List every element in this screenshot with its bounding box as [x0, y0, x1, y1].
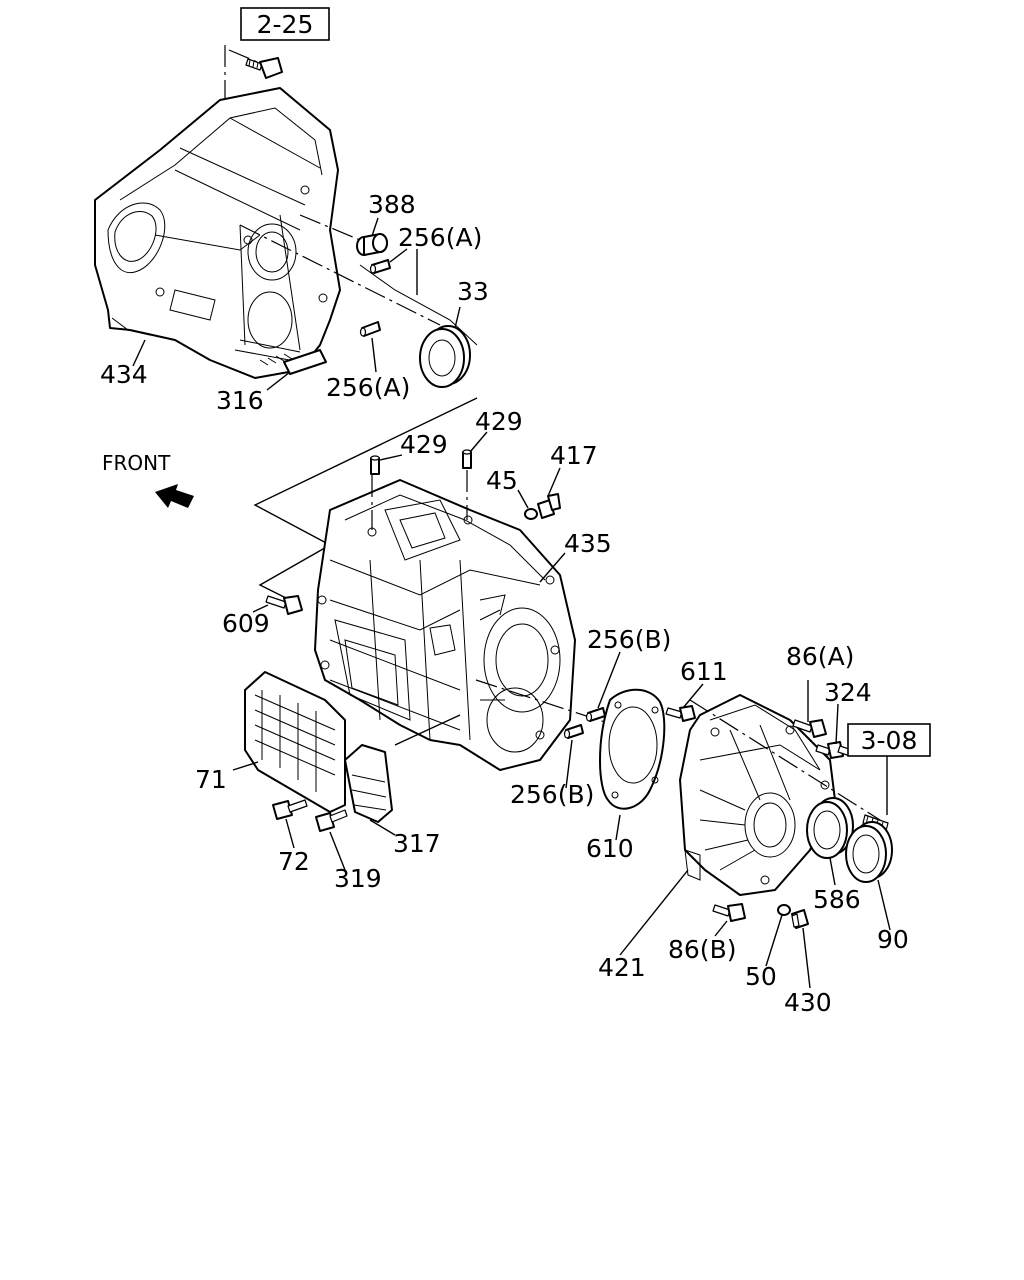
- label-71: 71: [195, 765, 227, 794]
- gasket-610: [599, 688, 666, 810]
- label-429-right: 429: [475, 407, 523, 436]
- dowel-256b-top: [585, 707, 606, 722]
- ring-586: [806, 797, 854, 859]
- label-324: 324: [824, 678, 872, 707]
- label-33: 33: [457, 277, 489, 306]
- leader-lines: [132, 217, 891, 989]
- label-256a-bottom: 256(A): [326, 373, 410, 402]
- housing-centerline: [239, 224, 441, 326]
- label-256a-top: 256(A): [398, 223, 482, 252]
- pin-429-right: [462, 449, 472, 469]
- front-arrow-icon: [155, 484, 194, 508]
- bolt-86a: [792, 719, 827, 738]
- bolt-top: [245, 57, 283, 79]
- front-label: FRONT: [102, 451, 171, 475]
- bell-housing: [94, 87, 341, 379]
- label-316: 316: [216, 386, 264, 415]
- dowel-256b-bottom: [563, 724, 584, 739]
- label-72: 72: [278, 847, 310, 876]
- seal-90: [845, 821, 893, 883]
- label-434: 434: [100, 360, 148, 389]
- label-45: 45: [486, 466, 518, 495]
- plug-430: [791, 909, 809, 929]
- label-86a: 86(A): [786, 642, 854, 671]
- rear-extension-421: [679, 694, 836, 896]
- plate-316: [283, 349, 327, 375]
- pin-429-left: [370, 455, 380, 475]
- bolt-609: [265, 595, 303, 615]
- bolt-611: [665, 705, 696, 722]
- label-421: 421: [598, 953, 646, 982]
- oil-seal-33: [419, 325, 471, 388]
- ref-box-2-25-label: 2-25: [257, 10, 314, 39]
- housing-separator-line: [253, 397, 478, 546]
- label-429-left: 429: [400, 430, 448, 459]
- main-transmission-case: [314, 479, 576, 771]
- housing-bracket-line: [359, 264, 478, 346]
- label-317: 317: [393, 829, 441, 858]
- label-417: 417: [550, 441, 598, 470]
- label-256b-top: 256(B): [587, 625, 671, 654]
- label-86b: 86(B): [668, 935, 736, 964]
- washer-50: [777, 904, 791, 916]
- side-cover-71: [244, 671, 346, 813]
- cover-317-line: [394, 714, 461, 746]
- ref-box-2-25[interactable]: 2-25: [240, 7, 330, 41]
- label-90: 90: [877, 925, 909, 954]
- label-430: 430: [784, 988, 832, 1017]
- label-388: 388: [368, 190, 416, 219]
- bush-centerline: [299, 214, 361, 241]
- bolt-319: [315, 809, 348, 832]
- plug-417: [537, 493, 561, 519]
- callout-labels: 388 256(A) 33 434 316 256(A) 429 429 45 …: [100, 190, 909, 1017]
- label-586: 586: [813, 885, 861, 914]
- label-256b-bottom: 256(B): [510, 780, 594, 809]
- label-610: 610: [586, 834, 634, 863]
- dowel-256a-top: [369, 259, 391, 274]
- cover-317: [344, 744, 393, 823]
- front-indicator: FRONT: [102, 451, 194, 508]
- label-611: 611: [680, 657, 728, 686]
- ref-box-3-08-label: 3-08: [861, 726, 918, 755]
- ref-box-3-08[interactable]: 3-08: [847, 723, 931, 757]
- label-319: 319: [334, 864, 382, 893]
- label-50: 50: [745, 962, 777, 991]
- dowel-256a-bottom: [359, 321, 381, 337]
- bush-388: [356, 233, 388, 256]
- bolt-86b: [712, 903, 746, 922]
- label-435: 435: [564, 529, 612, 558]
- label-609: 609: [222, 609, 270, 638]
- rear-extension-centerline: [689, 699, 881, 821]
- o-ring-45: [524, 508, 538, 520]
- bolt-72: [272, 799, 308, 820]
